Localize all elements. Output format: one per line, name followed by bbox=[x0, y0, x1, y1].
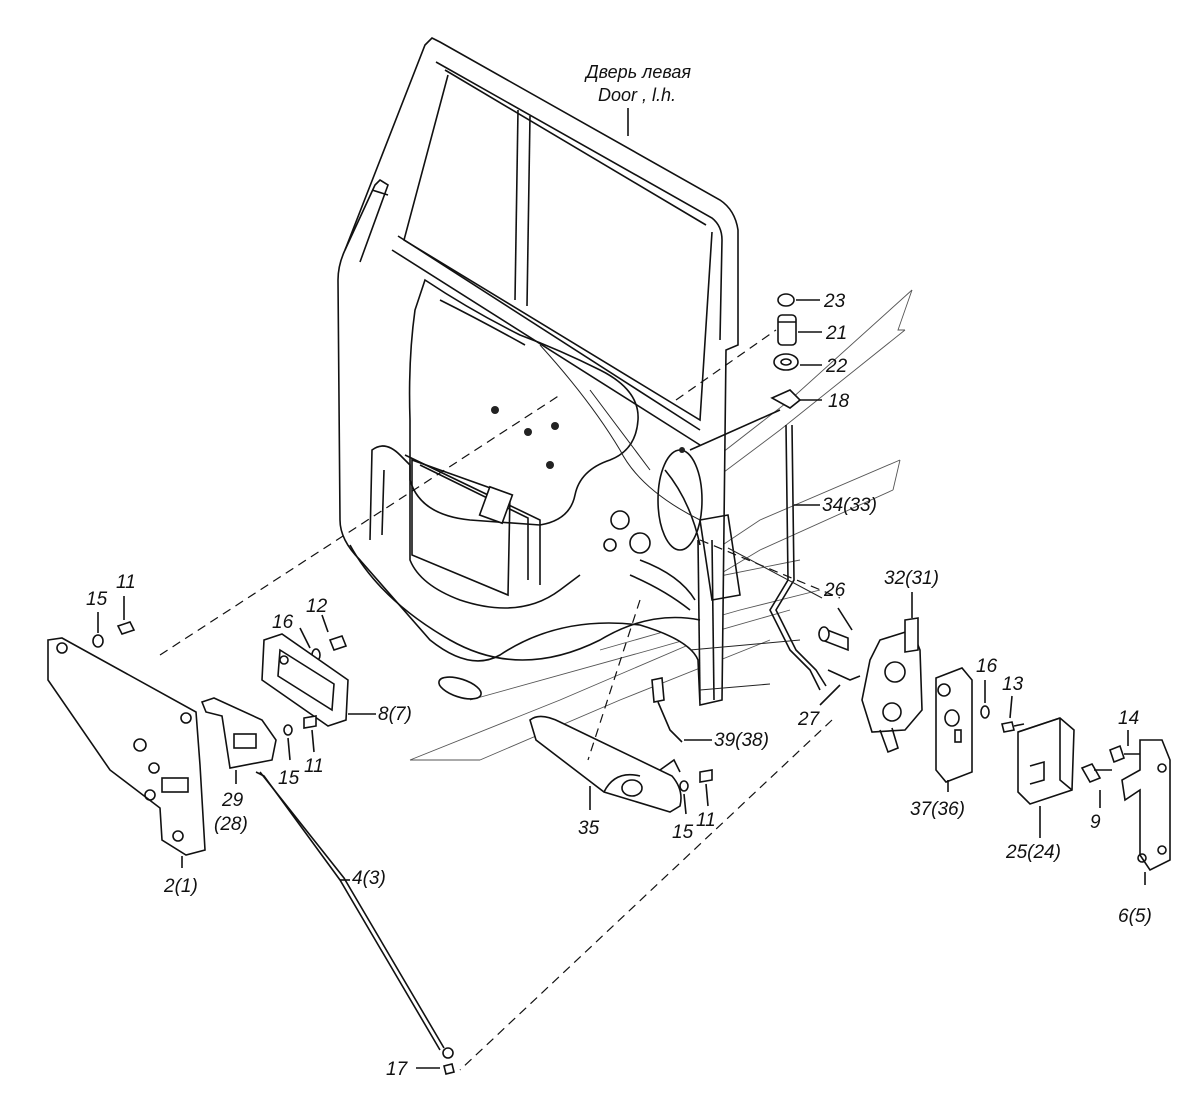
part-15-11-mid: 15 11 bbox=[278, 715, 324, 789]
label-14: 14 bbox=[1118, 708, 1139, 729]
label-26: 26 bbox=[823, 580, 846, 601]
label-35: 35 bbox=[578, 818, 600, 839]
part-23-cap: 23 bbox=[777, 291, 846, 312]
leader-18-door bbox=[689, 409, 781, 451]
label-15c: 15 bbox=[672, 822, 694, 843]
part-2-plate: 2(1) bbox=[47, 637, 206, 897]
label-21: 21 bbox=[825, 323, 847, 344]
label-18: 18 bbox=[828, 391, 850, 412]
alignment-lines bbox=[159, 329, 841, 1071]
part-27: 27 bbox=[797, 669, 861, 730]
label-11b: 11 bbox=[304, 756, 324, 777]
part-8-handle-cover: 8(7) bbox=[261, 633, 412, 727]
label-22: 22 bbox=[825, 356, 848, 377]
label-11c: 11 bbox=[696, 810, 716, 831]
label-28: (28) bbox=[214, 814, 248, 835]
label-6: 6(5) bbox=[1118, 906, 1152, 927]
part-16-washer-right: 16 bbox=[976, 656, 998, 719]
label-15a: 15 bbox=[86, 589, 108, 610]
part-17-clip: 17 bbox=[386, 1059, 455, 1080]
label-16b: 16 bbox=[976, 656, 998, 677]
part-29-inner-handle: 29 (28) bbox=[200, 697, 277, 835]
part-39-link: 39(38) bbox=[651, 677, 769, 751]
part-15-11-right: 15 11 bbox=[672, 769, 716, 843]
label-12: 12 bbox=[306, 596, 328, 617]
label-37: 37(36) bbox=[910, 799, 965, 820]
part-12-16-left: 16 12 bbox=[272, 596, 348, 662]
label-17: 17 bbox=[386, 1059, 409, 1080]
label-4: 4(3) bbox=[352, 868, 386, 889]
part-25-block: 25(24) bbox=[1005, 717, 1075, 863]
label-27: 27 bbox=[797, 709, 821, 730]
label-9: 9 bbox=[1090, 812, 1101, 833]
part-26-pin: 26 bbox=[818, 580, 853, 652]
part-37-plate: 37(36) bbox=[910, 667, 973, 820]
part-35-outer-handle: 35 bbox=[529, 715, 682, 839]
label-2: 2(1) bbox=[163, 876, 198, 897]
label-34: 34(33) bbox=[822, 495, 877, 516]
part-14-bolt: 14 bbox=[1109, 708, 1142, 764]
label-11a: 11 bbox=[116, 572, 136, 593]
part-15-11-left: 15 11 bbox=[86, 572, 136, 648]
part-34-rod: 34(33) bbox=[769, 424, 877, 691]
connector-lines bbox=[689, 547, 823, 691]
part-6-hinge: 6(5) bbox=[1118, 739, 1171, 927]
part-32-latch: 32(31) bbox=[861, 568, 939, 754]
label-23: 23 bbox=[823, 291, 846, 312]
label-16a: 16 bbox=[272, 612, 294, 633]
label-8: 8(7) bbox=[378, 704, 412, 725]
label-25: 25(24) bbox=[1005, 842, 1061, 863]
label-15b: 15 bbox=[278, 768, 300, 789]
title-en: Door , l.h. bbox=[598, 85, 676, 105]
label-32: 32(31) bbox=[884, 568, 939, 589]
label-29: 29 bbox=[221, 790, 244, 811]
part-4-rod: 4(3) bbox=[255, 771, 454, 1059]
title-ru: Дверь левая bbox=[584, 62, 691, 82]
part-18-clip: 18 bbox=[770, 389, 850, 412]
label-39: 39(38) bbox=[714, 730, 769, 751]
part-13-screw: 13 bbox=[1001, 674, 1025, 733]
part-22-washer: 22 bbox=[773, 353, 848, 377]
part-21-lock-cylinder: 21 bbox=[777, 314, 847, 346]
part-9-bolt: 9 bbox=[1080, 762, 1112, 833]
door-panel bbox=[337, 37, 741, 706]
label-13: 13 bbox=[1002, 674, 1024, 695]
